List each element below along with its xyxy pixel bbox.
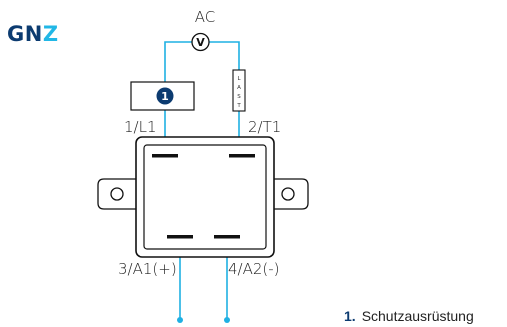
logo-letters-gn: GN [7,22,43,46]
terminal-bar-1 [152,154,178,158]
terminal-label-4-a2: 4/A2(-) [228,260,280,278]
legend-number: 1. [344,308,356,324]
mounting-ear-right [274,178,309,210]
voltmeter-icon: V [191,32,210,52]
load-letter-4: T [236,103,241,109]
legend-text: Schutzausrüstung [361,308,474,324]
mounting-hole-left [110,187,124,201]
load-label: L A S T [236,76,241,109]
terminal-label-2-t1: 2/T1 [248,118,281,136]
logo-letter-z: Z [42,22,59,46]
mounting-hole-right [281,187,295,201]
ac-label: AC [195,8,215,26]
terminal-label-3-a1: 3/A1(+) [118,260,177,278]
voltmeter-symbol: V [196,36,205,49]
protection-marker: 1 [156,87,174,105]
wire-end-a1 [177,317,183,323]
wire-end-a2 [224,317,230,323]
legend: 1. Schutzausrüstung [344,308,474,324]
mounting-ear-left [97,178,136,210]
relay-housing-outer [135,136,275,258]
wire-left-top [164,41,192,82]
terminal-bar-2 [229,154,255,158]
terminal-bar-3 [167,235,193,239]
terminal-bars [152,154,255,239]
load-box [232,69,246,112]
gnz-logo: GNZ [7,24,59,45]
wire-right-top [209,41,240,70]
relay-housing-inner [143,144,267,250]
load-letter-1: L [237,76,241,82]
load-letter-3: S [237,94,241,100]
load-letter-2: A [237,85,241,91]
terminal-bar-4 [214,235,240,239]
terminal-label-1-l1: 1/L1 [124,118,157,136]
protection-marker-number: 1 [161,90,169,103]
relay-body [97,136,309,258]
